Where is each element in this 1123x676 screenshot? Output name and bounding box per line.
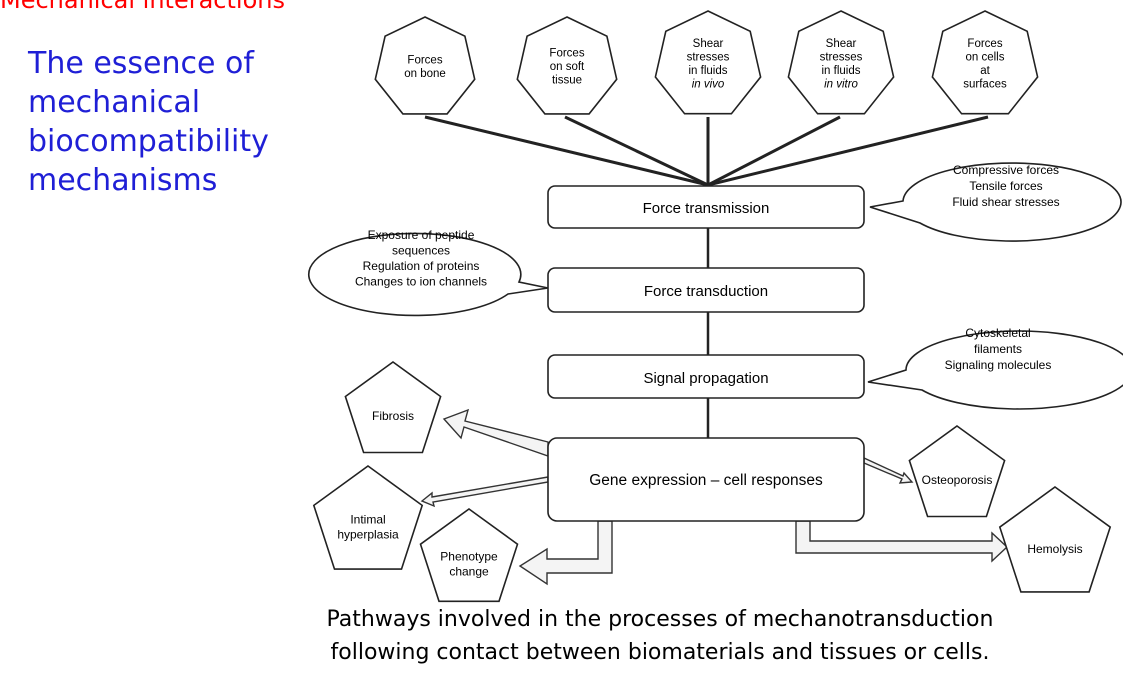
source-label: Forces — [407, 54, 442, 66]
callout-text-transduction: Exposure of peptide — [368, 228, 475, 242]
outcome-label-hemolysis: Hemolysis — [1027, 542, 1082, 556]
outcome-label-intimal: Intimal — [350, 513, 385, 527]
step-label-signal-propagation: Signal propagation — [643, 370, 768, 387]
side-heading-line: mechanical — [28, 85, 201, 120]
connector-line — [564, 115, 709, 187]
callout-text-transduction: sequences — [392, 243, 450, 257]
source-label: stresses — [687, 51, 730, 63]
step-box-signal-propagation — [547, 354, 865, 399]
connector-line — [424, 115, 709, 187]
source-label: in vivo — [692, 78, 725, 90]
source-heptagon — [931, 10, 1039, 115]
step-label-force-transmission: Force transmission — [643, 200, 770, 217]
source-label: in vitro — [824, 78, 858, 90]
callout-text-propagation: filaments — [974, 342, 1022, 356]
source-label: on cells — [966, 51, 1005, 63]
side-heading-line: The essence of — [28, 46, 254, 81]
caption-line: following contact between biomaterials a… — [330, 640, 990, 665]
callout-text-transmission: Tensile forces — [969, 179, 1042, 193]
callout-text-transduction: Changes to ion channels — [355, 274, 487, 288]
arrow-to-phenotype-change — [518, 520, 613, 586]
caption-line: Pathways involved in the processes of me… — [326, 607, 994, 632]
source-label: tissue — [552, 75, 582, 87]
callout-text-transduction: Regulation of proteins — [363, 259, 480, 273]
source-label: at — [980, 65, 990, 77]
step-label-force-transduction: Force transduction — [644, 283, 768, 300]
connector-line — [707, 115, 841, 187]
outcome-label-phenotype: change — [449, 565, 489, 579]
figure-caption: Pathways involved in the processes of me… — [255, 603, 1065, 669]
outcome-label-intimal: hyperplasia — [337, 528, 399, 542]
side-heading-line: biocompatibility — [28, 124, 269, 159]
source-label: on bone — [404, 68, 446, 80]
callout-bubble-transmission — [869, 162, 1122, 242]
outcome-pentagon-phenotype — [419, 508, 519, 603]
arrow-to-intimal-hyperplasia — [420, 476, 549, 508]
source-label: Shear — [693, 38, 724, 50]
step-label-gene-expression: Gene expression – cell responses — [589, 472, 823, 489]
step-box-force-transmission — [547, 185, 865, 229]
callout-bubble-propagation — [867, 330, 1123, 410]
arrow-to-fibrosis — [442, 408, 549, 457]
source-label: on soft — [550, 61, 585, 73]
arrow-to-osteoporosis — [863, 456, 914, 484]
source-label: Forces — [549, 48, 584, 60]
callout-bubble-transduction — [308, 232, 549, 317]
source-label: in fluids — [689, 65, 728, 77]
source-label: in fluids — [822, 65, 861, 77]
slide-title: Mechanical interactions — [0, 0, 285, 14]
source-heptagon — [516, 16, 618, 115]
step-box-force-transduction — [547, 267, 865, 313]
callout-text-propagation: Signaling molecules — [945, 358, 1052, 372]
side-heading-line: mechanisms — [28, 163, 218, 198]
callout-text-transmission: Fluid shear stresses — [952, 195, 1059, 209]
source-heptagon — [654, 10, 762, 115]
step-box-gene-expression — [547, 437, 865, 522]
outcome-pentagon-osteoporosis — [908, 425, 1006, 518]
callout-text-propagation: Cytoskeletal — [965, 326, 1030, 340]
outcome-pentagon-intimal — [312, 465, 424, 570]
source-heptagon — [374, 16, 476, 115]
outcome-pentagon-hemolysis — [998, 486, 1112, 593]
outcome-label-fibrosis: Fibrosis — [372, 409, 414, 423]
outcome-label-osteoporosis: Osteoporosis — [922, 473, 993, 487]
side-heading: The essence of mechanical biocompatibili… — [28, 44, 269, 200]
outcome-label-phenotype: Phenotype — [440, 550, 498, 564]
source-label: Shear — [826, 38, 857, 50]
source-label: surfaces — [963, 78, 1007, 90]
arrow-to-hemolysis — [795, 520, 1009, 563]
callout-text-transmission: Compressive forces — [953, 163, 1059, 177]
connector-line — [707, 115, 989, 187]
outcome-pentagon-fibrosis — [344, 361, 442, 454]
source-label: stresses — [820, 51, 863, 63]
source-heptagon — [787, 10, 895, 115]
source-label: Forces — [967, 38, 1002, 50]
